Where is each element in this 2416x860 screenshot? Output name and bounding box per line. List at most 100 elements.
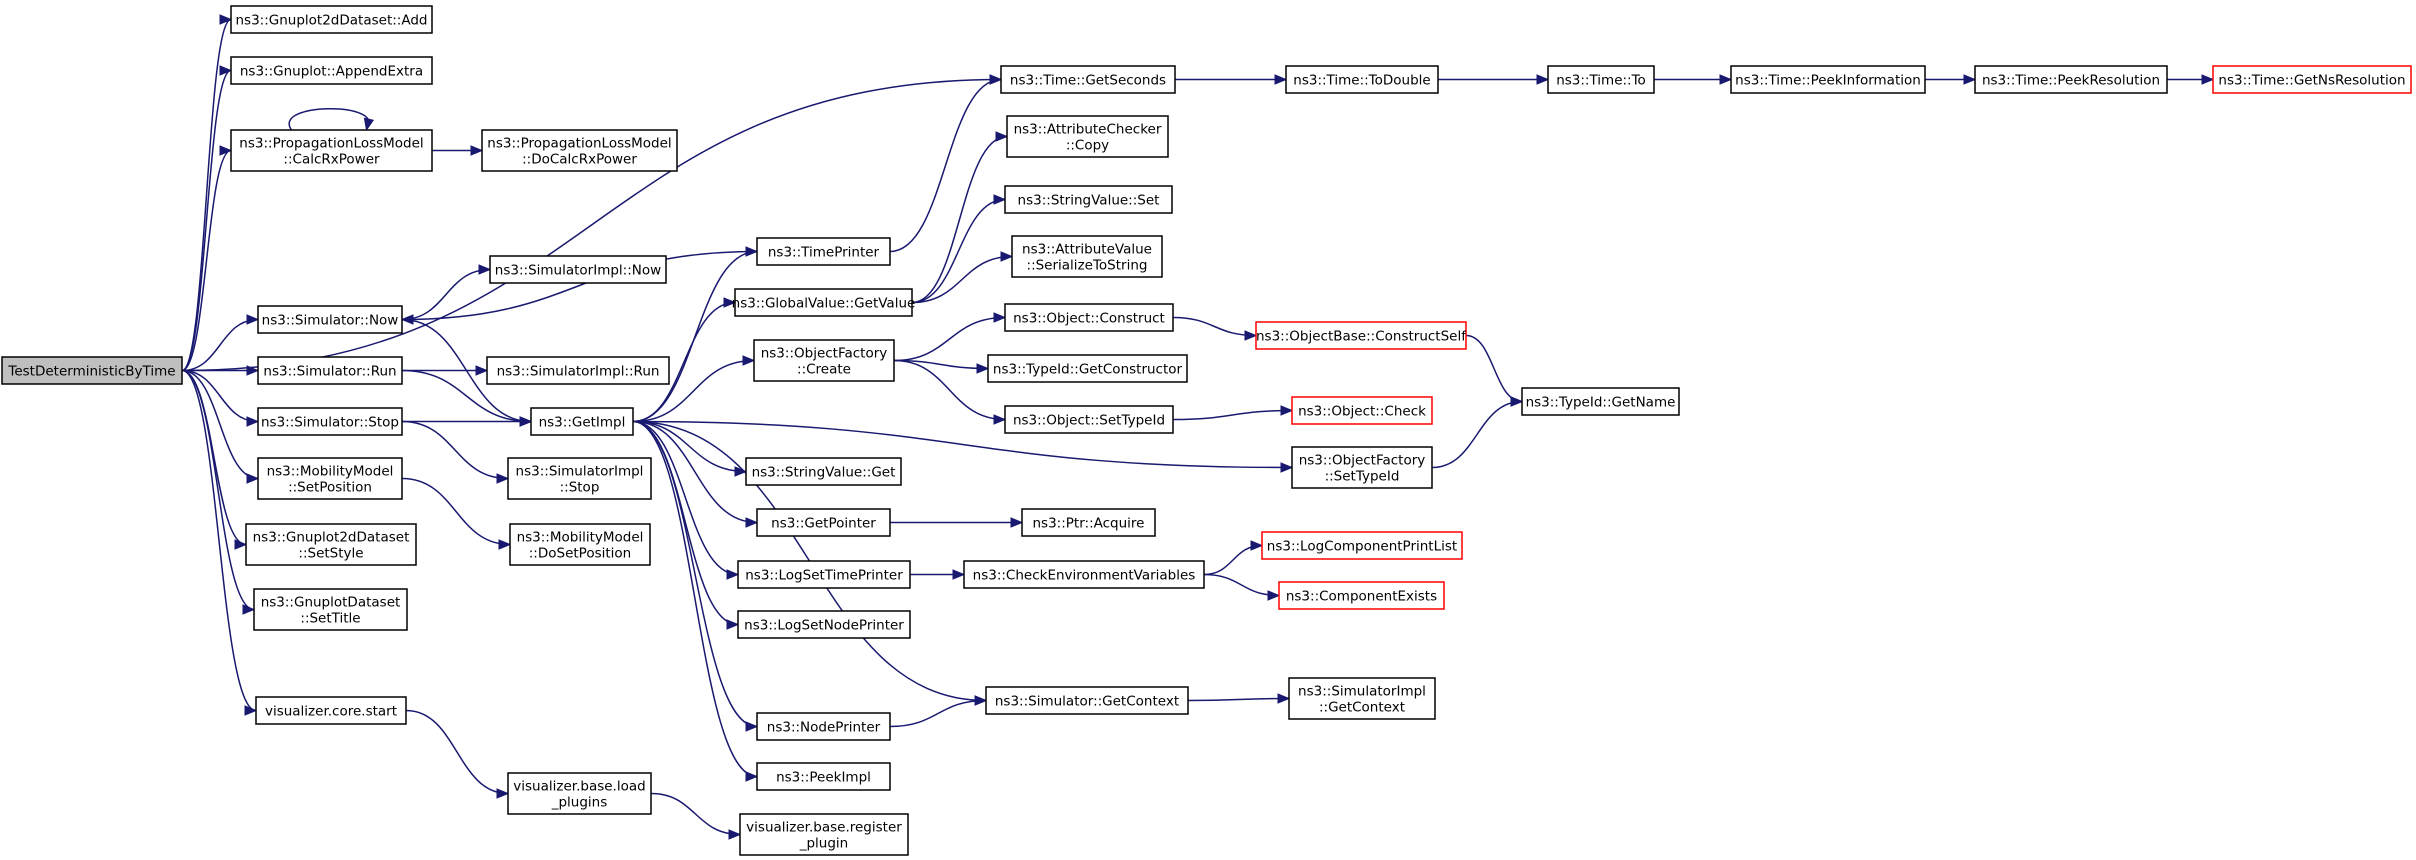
node-av_ser[interactable]: ns3::AttributeValue::SerializeToString	[1011, 235, 1163, 278]
node-logcomp_print[interactable]: ns3::LogComponentPrintList	[1261, 531, 1463, 560]
edge-root-to-vis_start	[181, 369, 258, 716]
node-sim_getctx[interactable]: ns3::Simulator::GetContext	[985, 686, 1189, 715]
node-label: ::Copy	[1066, 138, 1109, 154]
node-time_to[interactable]: ns3::Time::To	[1547, 65, 1655, 94]
node-box	[1974, 65, 2168, 94]
edge-sim_getctx-to-simimpl_getctx	[1187, 693, 1291, 704]
node-typeid_getname[interactable]: ns3::TypeId::GetName	[1521, 387, 1680, 416]
edge-arrowhead	[234, 539, 248, 550]
node-label: ns3::LogSetTimePrinter	[745, 568, 903, 584]
node-box	[1261, 531, 1463, 560]
node-logsettime[interactable]: ns3::LogSetTimePrinter	[737, 560, 911, 589]
edge-line	[632, 420, 739, 576]
node-box	[753, 339, 895, 382]
edge-root-to-sim_now	[181, 314, 260, 372]
node-time_peekinfo[interactable]: ns3::Time::PeekInformation	[1730, 65, 1926, 94]
node-simimpl_stop[interactable]: ns3::SimulatorImpl::Stop	[507, 457, 652, 500]
node-vis_register[interactable]: visualizer.base.register_plugin	[739, 813, 909, 856]
node-box	[1291, 396, 1433, 425]
node-ac_copy[interactable]: ns3::AttributeChecker::Copy	[1006, 115, 1169, 158]
node-checkenv[interactable]: ns3::CheckEnvironmentVariables	[963, 560, 1205, 589]
edge-arrowhead	[993, 312, 1007, 323]
node-obj_settypeid[interactable]: ns3::Object::SetTypeId	[1004, 405, 1174, 434]
node-timeprinter[interactable]: ns3::TimePrinter	[756, 237, 891, 266]
node-of_create[interactable]: ns3::ObjectFactory::Create	[753, 339, 895, 382]
node-objbase_cs[interactable]: ns3::ObjectBase::ConstructSelf	[1255, 321, 1467, 350]
node-peekimpl[interactable]: ns3::PeekImpl	[756, 762, 891, 791]
edge-arrowhead	[246, 473, 260, 484]
node-ptr_acquire[interactable]: ns3::Ptr::Acquire	[1021, 508, 1156, 537]
node-simimpl_now[interactable]: ns3::SimulatorImpl::Now	[489, 255, 667, 284]
node-obj_construct[interactable]: ns3::Object::Construct	[1004, 303, 1174, 332]
node-label: ns3::Time::To	[1556, 73, 1646, 89]
edge-line	[632, 420, 758, 524]
node-gp_append[interactable]: ns3::Gnuplot::AppendExtra	[230, 56, 433, 85]
node-label: ns3::Time::PeekResolution	[1982, 73, 2160, 89]
node-label: TestDeterministicByTime	[7, 364, 175, 380]
node-logsetnode[interactable]: ns3::LogSetNodePrinter	[737, 610, 911, 639]
node-simimpl_getctx[interactable]: ns3::SimulatorImpl::GetContext	[1288, 677, 1436, 720]
edge-mob_setpos-to-mob_dosetpos	[401, 477, 512, 550]
edge-arrowhead	[475, 365, 489, 376]
node-sim_run[interactable]: ns3::Simulator::Run	[257, 356, 403, 385]
node-vis_start[interactable]: visualizer.core.start	[255, 696, 407, 725]
edge-timeprinter-to-time_getsec	[889, 74, 1003, 253]
node-box	[756, 508, 891, 537]
node-root[interactable]: TestDeterministicByTime	[1, 356, 183, 385]
node-sim_stop[interactable]: ns3::Simulator::Stop	[257, 407, 403, 436]
node-of_settypeid[interactable]: ns3::ObjectFactory::SetTypeId	[1291, 446, 1433, 489]
edge-time_to-to-time_peekinfo	[1654, 74, 1733, 85]
node-getimpl[interactable]: ns3::GetImpl	[530, 407, 634, 436]
node-label: ::SetStyle	[298, 546, 363, 562]
edge-arrowhead	[989, 74, 1003, 85]
node-label: ns3::Time::GetNsResolution	[2218, 73, 2405, 89]
edge-line	[911, 135, 1008, 304]
edge-arrowhead	[2201, 74, 2215, 85]
edge-arrowhead	[519, 416, 533, 427]
edge-plm_calc-to-plm_calc	[288, 108, 375, 132]
edge-sim_stop-to-simimpl_stop	[401, 420, 510, 484]
node-time_getsec[interactable]: ns3::Time::GetSeconds	[1000, 65, 1176, 94]
edge-gv_getvalue-to-av_ser	[911, 251, 1014, 304]
node-box	[509, 523, 651, 566]
edge-arrowhead	[1963, 74, 1977, 85]
node-gv_getvalue[interactable]: ns3::GlobalValue::GetValue	[732, 288, 916, 317]
node-sv_set[interactable]: ns3::StringValue::Set	[1004, 185, 1173, 214]
edge-objbase_cs-to-typeid_getname	[1465, 334, 1524, 407]
node-plm_docalc[interactable]: ns3::PropagationLossModel::DoCalcRxPower	[481, 129, 678, 172]
node-gp2d_add[interactable]: ns3::Gnuplot2dDataset::Add	[230, 5, 433, 34]
node-gp2d_setstyle[interactable]: ns3::Gnuplot2dDataset::SetStyle	[245, 523, 417, 566]
node-obj_check[interactable]: ns3::Object::Check	[1291, 396, 1433, 425]
node-box	[245, 523, 417, 566]
edge-getpointer-to-ptr_acquire	[890, 517, 1024, 528]
node-label: ns3::StringValue::Get	[752, 465, 896, 481]
node-time_getnsres[interactable]: ns3::Time::GetNsResolution	[2212, 65, 2412, 94]
node-plm_calc[interactable]: ns3::PropagationLossModel::CalcRxPower	[230, 129, 433, 172]
edge-arrowhead	[1719, 74, 1733, 85]
node-box	[985, 686, 1189, 715]
node-label: ::SetTypeId	[1325, 469, 1400, 485]
node-time_todouble[interactable]: ns3::Time::ToDouble	[1285, 65, 1439, 94]
node-nodeprinter[interactable]: ns3::NodePrinter	[756, 712, 891, 741]
node-getpointer[interactable]: ns3::GetPointer	[756, 508, 891, 537]
edge-arrowhead	[1277, 693, 1291, 704]
edge-time_peekinfo-to-time_peekres	[1925, 74, 1977, 85]
edge-root-to-mob_setpos	[181, 369, 260, 484]
node-mob_setpos[interactable]: ns3::MobilityModel::SetPosition	[257, 457, 403, 500]
node-simimpl_run[interactable]: ns3::SimulatorImpl::Run	[486, 356, 670, 385]
edge-line	[1431, 400, 1523, 469]
node-label: ns3::GnuplotDataset	[261, 595, 401, 611]
node-box	[230, 129, 433, 172]
node-comp_exists[interactable]: ns3::ComponentExists	[1278, 581, 1445, 610]
node-typeid_getctor[interactable]: ns3::TypeId::GetConstructor	[987, 354, 1188, 383]
node-box	[734, 288, 913, 317]
node-time_peekres[interactable]: ns3::Time::PeekResolution	[1974, 65, 2168, 94]
node-vis_load[interactable]: visualizer.base.load_plugins	[507, 772, 652, 815]
node-box	[1011, 235, 1163, 278]
node-gpds_settitle[interactable]: ns3::GnuplotDataset::SetTitle	[253, 588, 408, 631]
edge-arrowhead	[952, 569, 966, 580]
node-sv_get[interactable]: ns3::StringValue::Get	[745, 457, 902, 486]
node-sim_now[interactable]: ns3::Simulator::Now	[257, 305, 403, 334]
node-mob_dosetpos[interactable]: ns3::MobilityModel::DoSetPosition	[509, 523, 651, 566]
node-label: ns3::ObjectFactory	[1299, 453, 1426, 469]
